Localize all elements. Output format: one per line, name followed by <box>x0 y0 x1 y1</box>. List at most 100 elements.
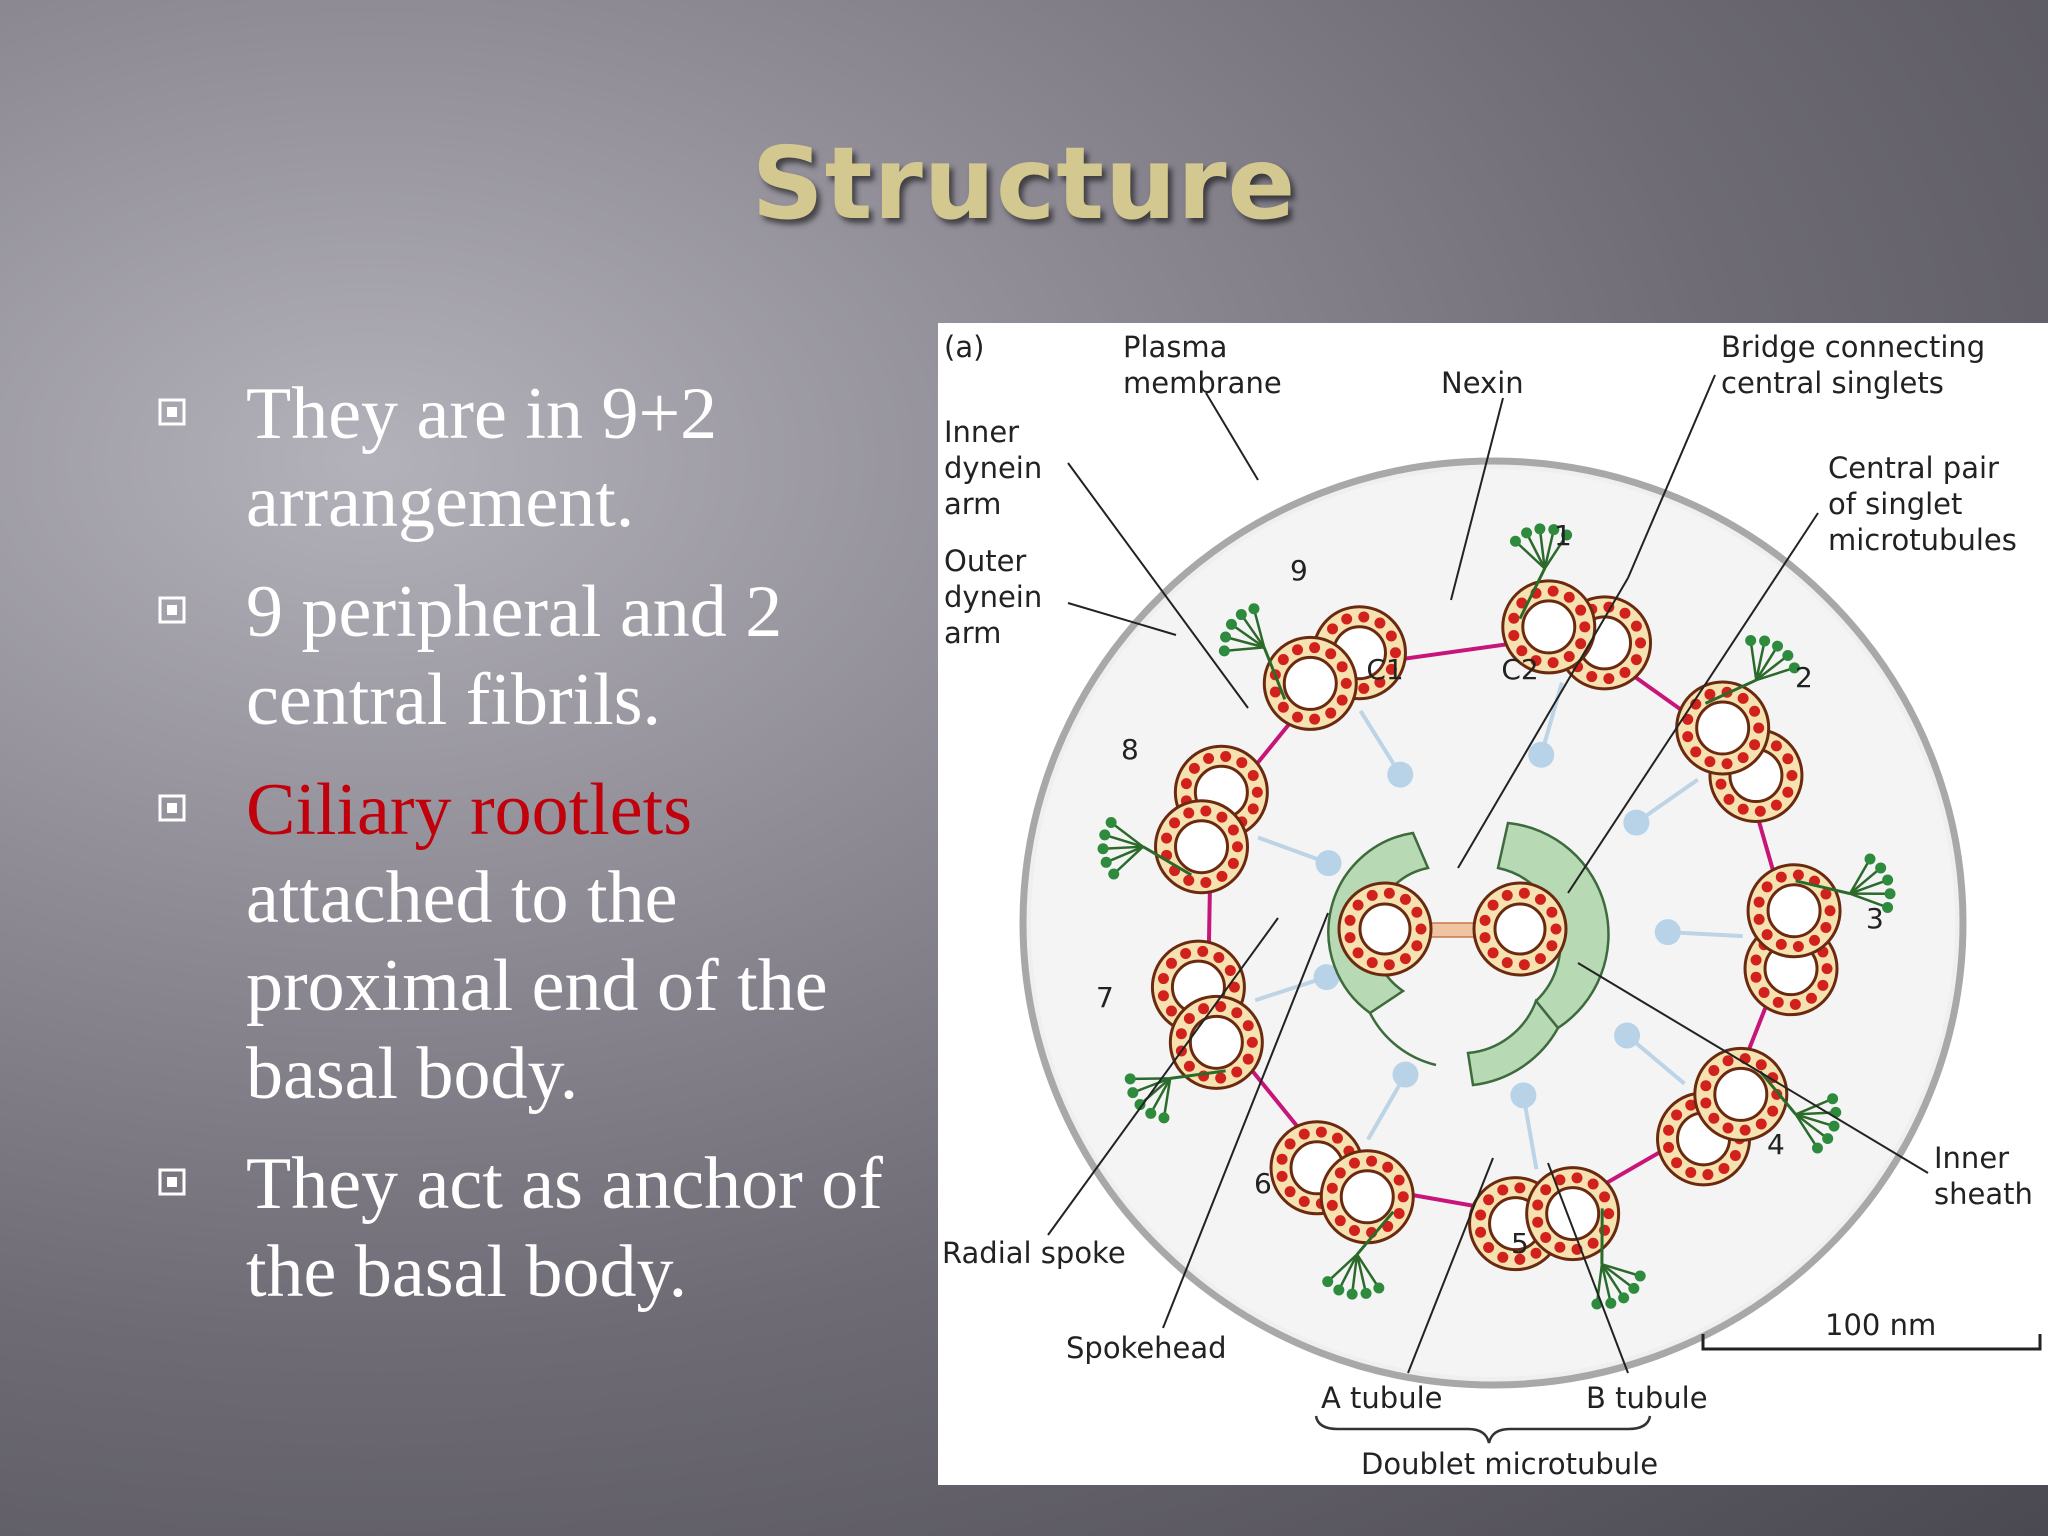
protofilament-dot <box>1203 753 1215 765</box>
protofilament-dot <box>1635 637 1647 649</box>
dynein-head <box>1127 1087 1139 1099</box>
protofilament-dot <box>1754 805 1766 817</box>
dynein-branch <box>1538 528 1546 569</box>
spokehead <box>1614 1022 1641 1049</box>
protofilament-dot <box>1215 1072 1227 1084</box>
bullet-line: They act as anchor of <box>246 1143 883 1225</box>
dynein-head <box>1548 524 1560 536</box>
dynein-head <box>1218 645 1230 657</box>
spokehead <box>1528 741 1555 768</box>
protofilament-dot <box>1309 713 1321 725</box>
bullet-line-highlight: Ciliary rootlets <box>246 769 692 851</box>
protofilament-dot <box>1284 1186 1296 1198</box>
protofilament-dot <box>1772 996 1784 1008</box>
outer-dynein-label-line: Outer <box>944 544 1026 578</box>
dynein-branch <box>1225 635 1265 649</box>
doublet-number: 4 <box>1767 1128 1785 1161</box>
doublet-label: Doublet microtubule <box>1361 1447 1658 1481</box>
dynein-stem <box>1262 646 1287 700</box>
leader-line <box>1450 397 1504 601</box>
protofilament-dot <box>1708 1065 1720 1077</box>
dynein-branch <box>1849 892 1888 909</box>
protofilament-dot <box>1497 1251 1509 1263</box>
protofilament-dot <box>1682 731 1694 743</box>
inner-sheath-lower <box>1466 998 1560 1087</box>
dynein-head <box>1605 1297 1617 1309</box>
doublet-number: 2 <box>1795 661 1813 694</box>
protofilament-dot <box>1483 1194 1495 1206</box>
doublet-microtubule <box>1262 605 1407 731</box>
outer-dynein-label-line: dynein <box>944 580 1042 614</box>
protofilament-dot <box>1157 973 1169 985</box>
dynein-head <box>1225 618 1237 630</box>
dynein-branch <box>1525 532 1546 570</box>
protofilament-dot <box>1619 607 1631 619</box>
c2-label: C2 <box>1501 653 1538 686</box>
protofilament-dot <box>1397 1191 1409 1203</box>
axoneme-diagram-svg: (a) Plasma membrane Nexin Bridge connect… <box>942 330 2042 1481</box>
dynein-head <box>1124 1073 1136 1085</box>
protofilament-dot <box>1789 998 1801 1010</box>
protofilament-dot <box>1704 756 1716 768</box>
protofilament-dot <box>1383 959 1395 971</box>
dynein-branch <box>1849 878 1889 895</box>
protofilament-dot <box>1540 1184 1552 1196</box>
dynein-branch <box>1543 529 1556 569</box>
protofilament-dot <box>1546 940 1558 952</box>
dynein-branch <box>1149 1077 1172 1114</box>
protofilament-dot <box>1165 957 1177 969</box>
dynein-head <box>1759 635 1771 647</box>
protofilament-dot <box>1227 857 1239 869</box>
tubule-lumen <box>1188 1014 1244 1070</box>
spokehead <box>1623 809 1650 836</box>
protofilament-dot <box>1563 591 1575 603</box>
central-pair-label-line: of singlet <box>1828 487 1962 521</box>
dynein-branch <box>1110 821 1144 848</box>
protofilament-dot <box>1336 694 1348 706</box>
protofilament-dot <box>1175 1028 1187 1040</box>
dynein-head <box>1108 868 1120 880</box>
spokehead <box>1654 919 1681 946</box>
protofilament-dot <box>1348 1224 1360 1236</box>
leader-line <box>1067 462 1249 709</box>
protofilament-dot <box>1216 870 1228 882</box>
protofilament-dot <box>1487 947 1499 959</box>
protofilament-dot <box>1547 585 1559 597</box>
doublet-number: 6 <box>1254 1167 1272 1200</box>
dynein-stem <box>1355 1210 1395 1256</box>
dynein-branch <box>1224 646 1265 653</box>
dynein-head <box>1618 1292 1630 1304</box>
protofilament-dot <box>1183 1060 1195 1072</box>
protofilament-dot <box>1508 612 1520 624</box>
dynein-branch <box>1600 1263 1625 1299</box>
dynein-arm <box>1218 603 1287 700</box>
dynein-branch <box>1326 1253 1358 1283</box>
dynein-head <box>1097 843 1109 855</box>
protofilament-dot <box>1792 940 1804 952</box>
protofilament-dot <box>1393 1174 1405 1186</box>
dynein-head <box>1509 535 1521 547</box>
dynein-branch <box>1355 1254 1368 1294</box>
dynein-arm <box>1097 817 1193 880</box>
doublet-number: 3 <box>1866 902 1884 935</box>
protofilament-dot <box>1630 620 1642 632</box>
bullet-line: proximal end of the <box>246 945 828 1027</box>
spokehead <box>1313 964 1340 991</box>
dynein-head <box>1788 662 1800 674</box>
dynein-branch <box>1240 613 1266 649</box>
protofilament-dot <box>1236 757 1248 769</box>
dynein-branch <box>1252 608 1266 648</box>
protofilament-dot <box>1508 630 1520 642</box>
dynein-head <box>1346 1288 1358 1300</box>
dynein-head <box>1811 1142 1823 1154</box>
inner-sheath-label-line: sheath <box>1934 1177 2033 1211</box>
c1-label: C1 <box>1366 653 1403 686</box>
protofilament-dot <box>1188 762 1200 774</box>
protofilament-dot <box>1770 740 1782 752</box>
protofilament-dot <box>1246 1036 1258 1048</box>
dynein-branch <box>1595 1264 1604 1305</box>
dynein-head <box>1158 1112 1170 1124</box>
protofilament-dot <box>1497 1184 1509 1196</box>
a-tubule-label: A tubule <box>1321 1381 1443 1415</box>
protofilament-dot <box>1563 651 1575 663</box>
